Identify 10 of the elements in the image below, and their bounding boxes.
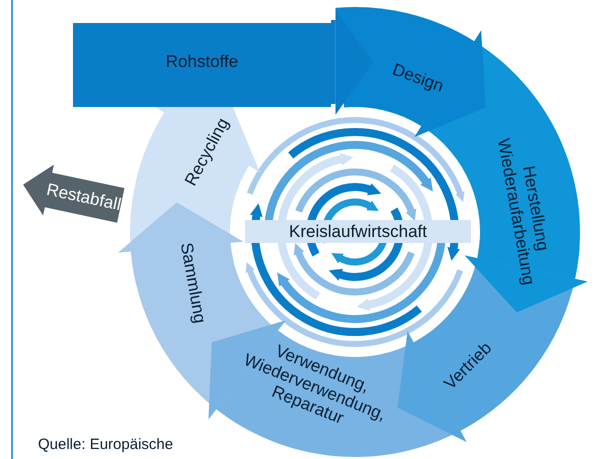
cycle-step-label: Sammlung <box>174 227 212 339</box>
center-title-box: Kreislaufwirtschaft <box>245 220 471 243</box>
flow-arrow <box>405 26 486 138</box>
raw-material-band: Rohstoffe <box>73 23 331 107</box>
flow-arrow <box>209 320 294 426</box>
flow-arrow <box>331 9 374 115</box>
flow-arrow <box>118 202 244 282</box>
flow-arrow <box>398 331 486 442</box>
flow-arrow <box>464 240 588 313</box>
source-note: Quelle: Europäische <box>38 436 174 454</box>
